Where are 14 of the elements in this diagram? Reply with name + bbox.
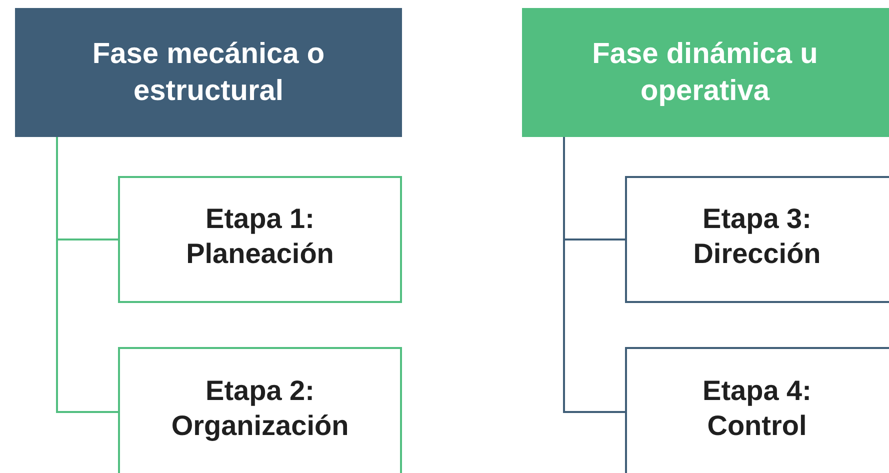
stage-label: Etapa 3: Dirección [692,202,822,270]
phase-title: Fase mecánica o estructural [91,37,326,108]
phase-title: Fase dinámica u operativa [591,37,819,108]
stage-label: Etapa 1: Planeación [185,202,335,270]
stage-box [625,176,889,303]
phase-header [15,8,402,137]
stage-label: Etapa 4: Control [702,374,812,443]
stage-box [118,176,402,303]
connector-line [563,137,625,413]
stage-label: Etapa 2: Organización [170,374,350,443]
connector-line [56,137,118,413]
phase-header [522,8,889,137]
stage-box [625,347,889,473]
stage-box [118,347,402,473]
